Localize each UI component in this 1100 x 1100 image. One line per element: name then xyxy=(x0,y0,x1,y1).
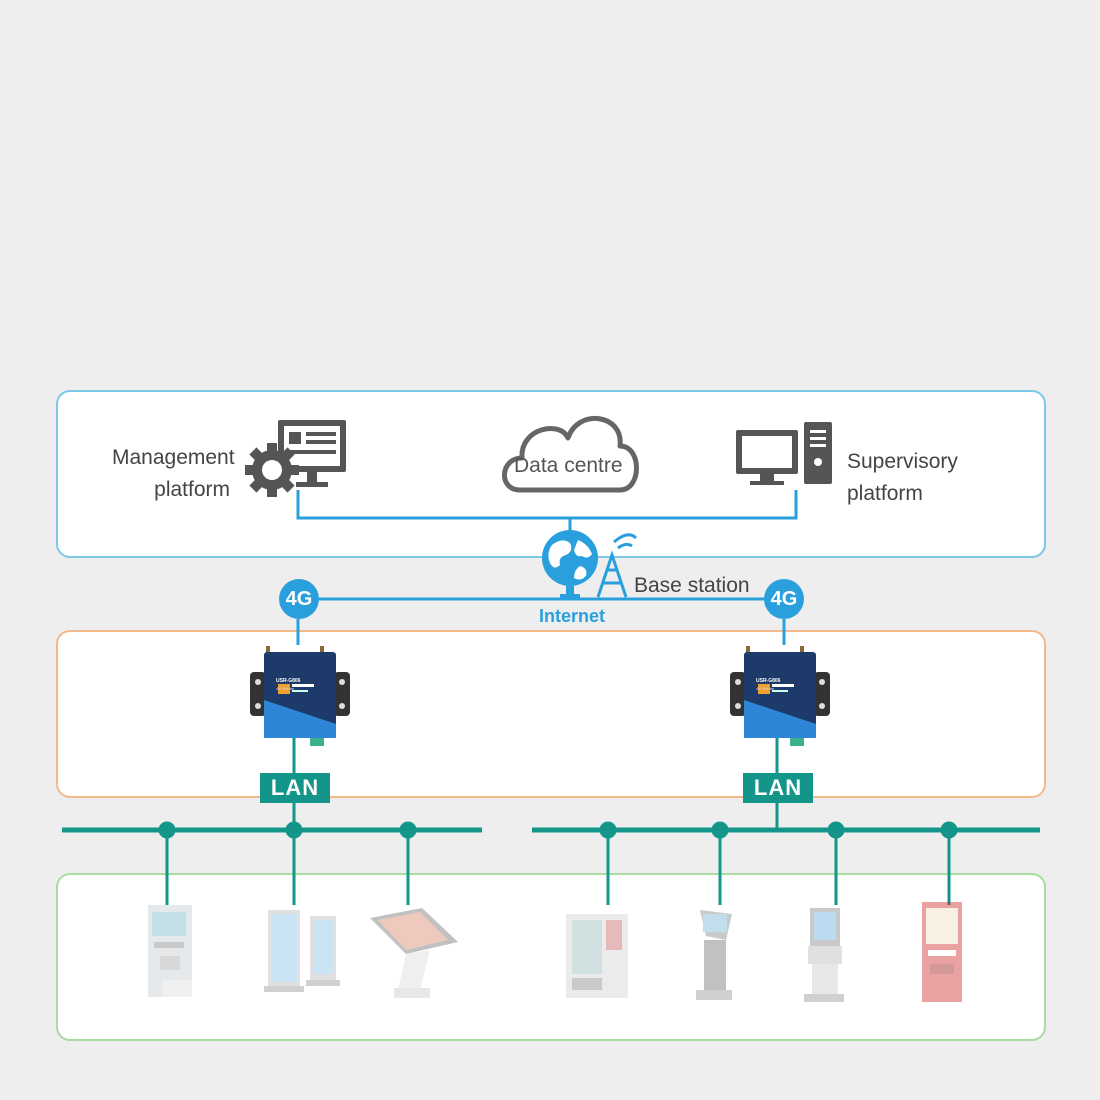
router-left-model: 4G Router xyxy=(276,686,295,691)
globe-icon xyxy=(542,530,598,600)
router-right-model: 4G Router xyxy=(756,686,775,691)
atm-terminal-icon xyxy=(148,905,192,997)
cloud-icon xyxy=(502,415,639,493)
ordering-kiosk-icon xyxy=(922,902,962,1002)
self-service-kiosk-icon xyxy=(804,908,844,1002)
4g-badge-right: 4G xyxy=(764,579,804,619)
supervisory-platform-line2: platform xyxy=(847,482,923,505)
supervisory-platform-line1: Supervisory xyxy=(847,450,958,473)
lan-badge-right: LAN xyxy=(743,773,813,803)
vending-machine-icon xyxy=(566,914,628,998)
management-monitor-icon xyxy=(278,420,346,487)
supervisory-platform-label: Supervisory platform xyxy=(847,446,958,510)
advertising-display-icon xyxy=(264,910,340,992)
platform-link-line xyxy=(296,490,798,520)
touch-kiosk-icon xyxy=(370,908,458,998)
queue-ticket-machine-icon xyxy=(696,910,732,1000)
4g-badge-left: 4G xyxy=(279,579,319,619)
base-station-tower-icon xyxy=(596,533,638,598)
base-station-label: Base station xyxy=(634,574,750,597)
management-platform-label: Management platform xyxy=(112,442,235,506)
management-platform-line1: Management xyxy=(112,446,235,469)
router-layer-panel xyxy=(56,630,1046,798)
router-left-brand: USR-G806 xyxy=(276,678,301,684)
router-left-device xyxy=(250,646,350,746)
lan-badge-left: LAN xyxy=(260,773,330,803)
desktop-computer-icon xyxy=(736,422,832,485)
gear-icon xyxy=(245,443,299,497)
internet-label: Internet xyxy=(539,606,606,626)
terminal-layer-panel xyxy=(56,873,1046,1041)
router-right-brand: USR-G806 xyxy=(756,678,781,684)
router-right-device xyxy=(730,646,830,746)
data-centre-label: Data centre xyxy=(514,454,623,477)
management-platform-line2: platform xyxy=(154,478,230,501)
